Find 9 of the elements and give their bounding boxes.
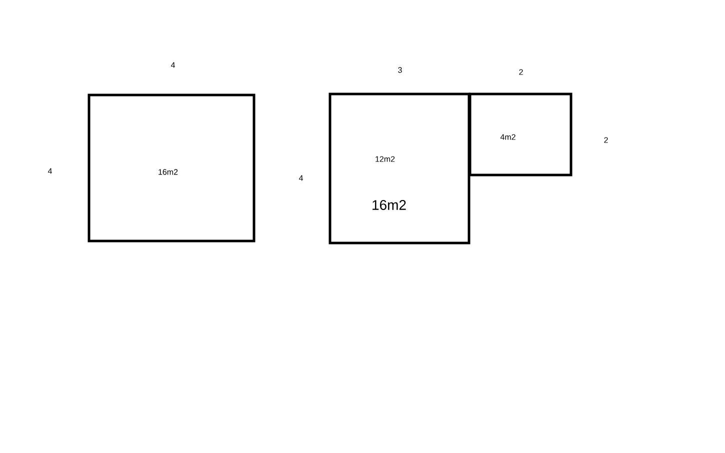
dimension-label: 4 <box>48 168 52 174</box>
room-box: 16m2 <box>88 94 256 242</box>
room-box: 4m2 <box>468 92 572 176</box>
dimension-label: 4 <box>298 175 303 181</box>
room-box: 12m2 16m2 <box>328 92 470 244</box>
dimension-label: 3 <box>398 67 402 73</box>
dimension-label: 2 <box>604 137 608 143</box>
dimension-label: 2 <box>519 69 523 75</box>
dimension-label: 4 <box>170 62 175 68</box>
